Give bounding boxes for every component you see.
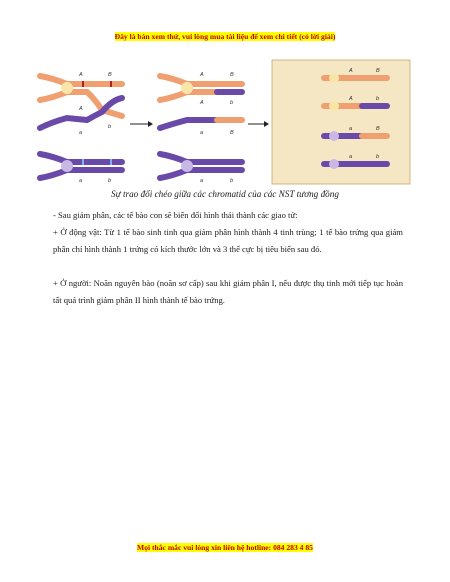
hotline-banner: Mọi thắc mắc vui lòng xin liên hệ hotlin…	[0, 537, 450, 555]
label-b-6: b	[376, 154, 379, 160]
label-A-2: A	[78, 106, 83, 112]
label-b-2: b	[108, 178, 111, 184]
paragraph-humans: + Ở người: Noãn nguyên bào (noãn sơ cấp)…	[53, 278, 403, 306]
label-a-4: a	[200, 178, 203, 184]
paragraph-animals: + Ở động vật: Từ 1 tế bào sinh tinh qua …	[53, 227, 403, 255]
label-a-5: a	[349, 126, 352, 132]
crossing-over-figure: A B A b a a b A B A b a B a b	[37, 59, 411, 185]
label-a-1: a	[79, 130, 82, 136]
label-A-3: A	[199, 72, 204, 78]
label-b-5: b	[376, 96, 379, 102]
label-B-1: B	[108, 72, 112, 78]
label-B-3: B	[230, 130, 234, 136]
arrow-2	[248, 121, 269, 127]
panel-synapsis: A B A b a a b	[37, 72, 125, 184]
arrow-1	[130, 121, 153, 127]
label-B-2: B	[230, 72, 234, 78]
label-B-4: B	[376, 68, 380, 74]
hotline-text: Mọi thắc mắc vui lòng xin liên hệ hotlin…	[137, 543, 313, 552]
panel-exchanged: A B A b a B a b	[157, 72, 245, 184]
label-a-3: a	[200, 130, 203, 136]
figure-caption: Sự trao đổi chéo giữa các chromatid của …	[111, 189, 339, 199]
label-A-6: A	[348, 96, 353, 102]
label-b-1: b	[108, 124, 111, 130]
label-B-5: B	[376, 126, 380, 132]
preview-notice-banner: Đây là bản xem thử, vui lòng mua tài liệ…	[0, 26, 450, 44]
label-b-3: b	[230, 100, 233, 106]
label-b-4: b	[230, 178, 233, 184]
preview-notice-text: Đây là bản xem thử, vui lòng mua tài liệ…	[114, 32, 336, 41]
label-A-1: A	[78, 72, 83, 78]
label-A-5: A	[348, 68, 353, 74]
paragraph-gametes: - Sau giảm phân, các tế bào con sẽ biến …	[53, 210, 298, 220]
label-A-4: A	[199, 100, 204, 106]
label-a-2: a	[79, 178, 82, 184]
label-a-6: a	[349, 154, 352, 160]
panel-chromatids: A B A b a B a b	[271, 59, 411, 185]
